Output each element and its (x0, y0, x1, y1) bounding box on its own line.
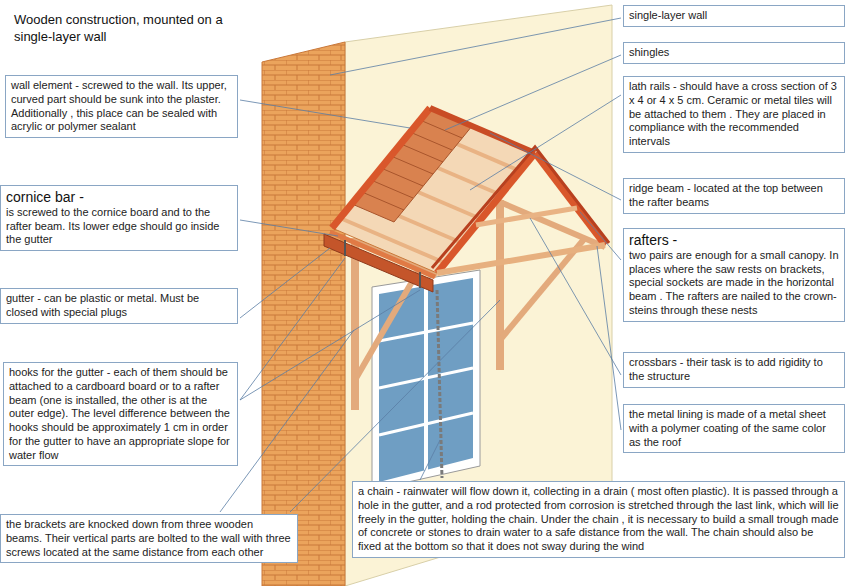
rafter (535, 153, 605, 245)
callout-box: rafters -two pairs are enough for a smal… (623, 228, 845, 322)
callout-heading: rafters - (629, 232, 839, 249)
shingle-row (410, 132, 452, 150)
callout-box: a chain - rainwater will flow down it, c… (352, 481, 845, 558)
leader-line (240, 258, 345, 400)
callout-box: the metal lining is made of a metal shee… (623, 404, 845, 453)
leader-line (240, 220, 338, 236)
callout-text: the brackets are knocked down from three… (6, 518, 292, 559)
shingle-row (420, 120, 462, 138)
callout-text: the metal lining is made of a metal shee… (629, 408, 839, 449)
gutter-hook (344, 240, 346, 256)
door-mullion (379, 323, 473, 341)
callout-box: cornice bar -is screwed to the cornice b… (0, 185, 238, 251)
leader-lines (220, 18, 621, 512)
leader-line (470, 95, 621, 190)
leader-line (240, 248, 330, 318)
leader-line (530, 218, 621, 375)
callout-box: gutter - can be plastic or metal. Must b… (0, 288, 238, 324)
gutter-hook (419, 272, 421, 288)
leader-line (240, 100, 410, 128)
shingle-row (391, 156, 433, 174)
door-mullion (379, 413, 473, 435)
gutter (324, 234, 433, 292)
callout-box: wall element - screwed to the wall. Its … (5, 75, 238, 138)
rafter (332, 108, 430, 228)
callout-text: lath rails - should have a cross section… (629, 80, 839, 149)
bracket-post (351, 238, 359, 410)
callout-box: hooks for the gutter - each of them shou… (3, 362, 238, 466)
door-frame (372, 270, 480, 490)
door-mullion (379, 368, 473, 388)
leader-line (220, 330, 354, 512)
callout-text: ridge beam - located at the top between … (629, 182, 839, 210)
callout-box: shingles (623, 42, 845, 64)
leader-line (445, 55, 621, 130)
leader-line (597, 246, 621, 430)
callout-text: a chain - rainwater will flow down it, c… (358, 485, 839, 554)
callout-text: single-layer wall (629, 9, 839, 23)
leader-line (490, 133, 621, 200)
metal-lining (432, 147, 609, 268)
callout-box: ridge beam - located at the top between … (623, 178, 845, 214)
leader-line (580, 212, 621, 260)
callout-box: crossbars - their task is to add rigidit… (623, 352, 845, 388)
shingle-row (371, 180, 413, 198)
horizontal-beam (437, 245, 605, 273)
callout-text: is screwed to the cornice board and to t… (6, 206, 232, 247)
rain-chain (437, 290, 442, 478)
shingle-row (362, 192, 404, 210)
callout-text: two pairs are enough for a small canopy.… (629, 249, 839, 318)
diagram-title: Wooden construction, mounted on a single… (14, 12, 229, 46)
rafter (437, 153, 535, 273)
callout-text: shingles (629, 46, 839, 60)
leader-line (240, 290, 420, 400)
callout-box: single-layer wall (623, 5, 845, 27)
callout-text: crossbars - their task is to add rigidit… (629, 356, 839, 384)
leader-line (420, 440, 440, 480)
shingle-row (401, 144, 443, 162)
bracket-post (496, 200, 504, 370)
callout-text: wall element - screwed to the wall. Its … (11, 79, 232, 134)
callout-heading: cornice bar - (6, 189, 232, 206)
callout-text: hooks for the gutter - each of them shou… (9, 366, 232, 462)
callout-box: the brackets are knocked down from three… (0, 514, 298, 563)
callout-text: gutter - can be plastic or metal. Must b… (6, 292, 232, 320)
crossbar (476, 208, 577, 225)
ridge-beam (430, 108, 535, 153)
shingle-row (381, 168, 423, 186)
leader-line (330, 18, 621, 75)
callout-box: lath rails - should have a cross section… (623, 76, 845, 153)
